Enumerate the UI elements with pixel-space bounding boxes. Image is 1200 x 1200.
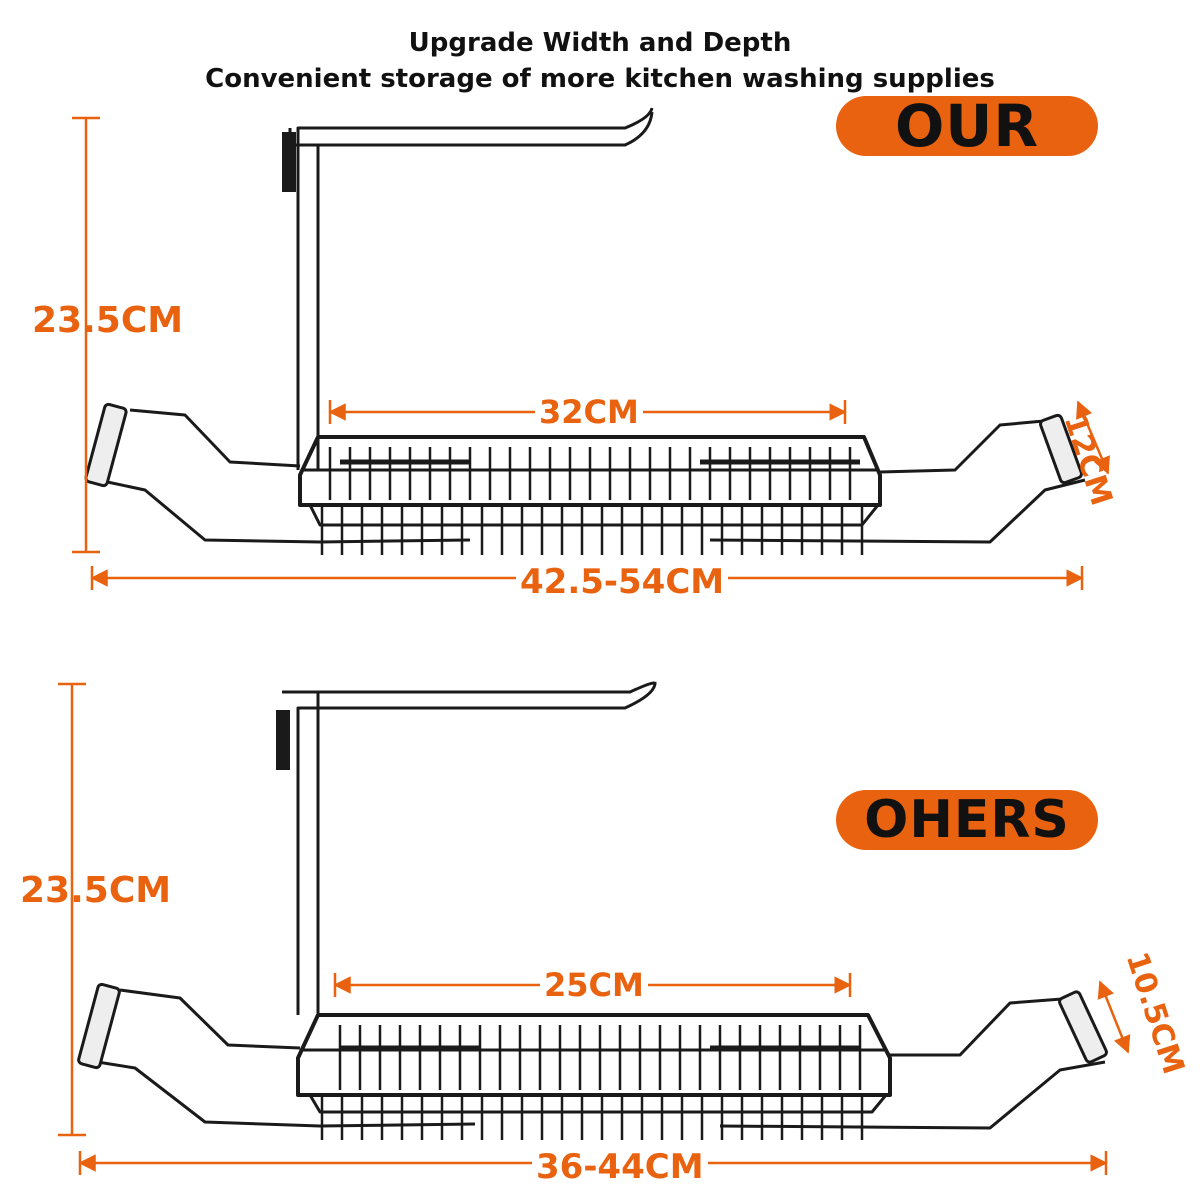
- headline-storage: Convenient storage of more kitchen washi…: [205, 64, 995, 94]
- others-badge: OHERS: [836, 790, 1098, 850]
- left-handle-icon: [84, 402, 128, 488]
- headline-width-depth: Upgrade Width and Depth: [408, 28, 792, 58]
- hinge-icon-others: [276, 710, 290, 770]
- our-inner-width-label: 32CM: [535, 393, 643, 431]
- others-rack-drawing: [77, 681, 1108, 1140]
- our-total-width-label: 42.5-54CM: [516, 562, 729, 602]
- our-height-label: 23.5CM: [32, 300, 184, 341]
- left-handle-icon-others: [77, 982, 121, 1070]
- our-badge: OUR: [836, 92, 1098, 160]
- hinge-icon: [282, 132, 296, 192]
- others-total-width-label: 36-44CM: [532, 1147, 708, 1187]
- right-handle-icon: [1039, 413, 1083, 485]
- others-inner-width-label: 25CM: [540, 966, 648, 1004]
- our-rack-drawing: [84, 107, 1086, 555]
- right-handle-icon-others: [1058, 990, 1108, 1064]
- others-height-label: 23.5CM: [20, 870, 172, 911]
